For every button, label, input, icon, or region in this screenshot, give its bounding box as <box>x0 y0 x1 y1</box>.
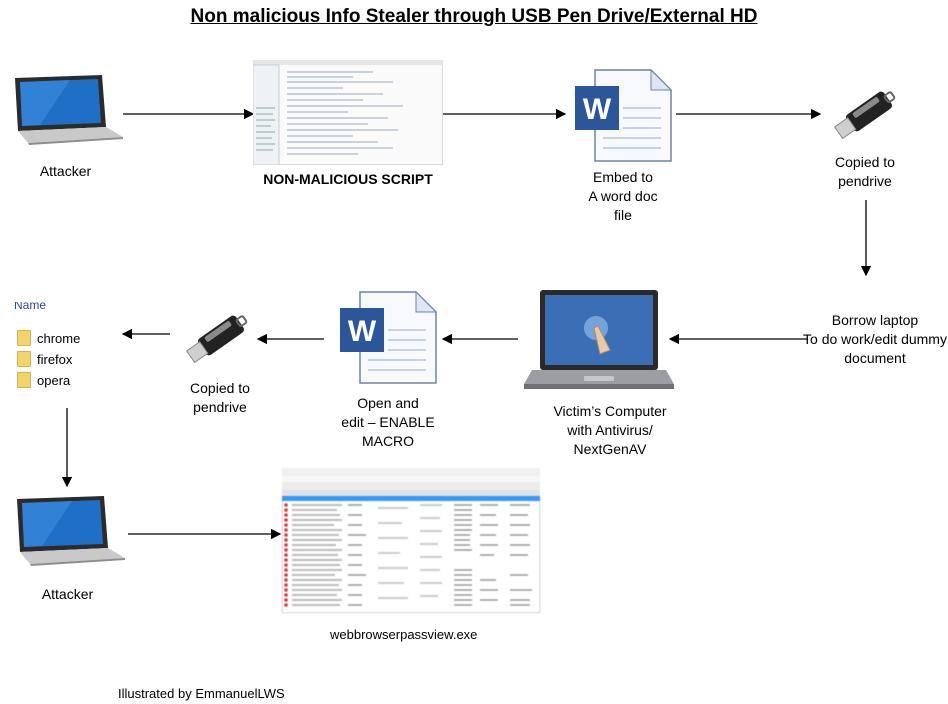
passview-window-icon <box>282 468 540 613</box>
victim-label: Victim’s Computer with Antivirus/ NextGe… <box>553 403 667 457</box>
copied-mid-label: Copied to pendrive <box>190 380 250 415</box>
footer-credit: Illustrated by EmmanuelLWS <box>118 686 285 701</box>
svg-text:W: W <box>583 93 612 126</box>
folder-item-firefox: firefox <box>17 351 72 367</box>
folder-item-opera: opera <box>17 372 70 388</box>
victim-laptop-icon <box>524 290 674 389</box>
folder-header: Name <box>14 302 47 310</box>
usb-drive-icon-2 <box>185 315 248 364</box>
folder-item-chrome: chrome <box>17 330 80 346</box>
laptop-icon <box>15 75 123 145</box>
folder-label: chrome <box>37 330 81 346</box>
svg-text:W: W <box>348 315 377 348</box>
attacker-bottom-label: Attacker <box>41 586 94 602</box>
folder-label: opera <box>37 372 71 388</box>
exe-label: webbrowserpassview.exe <box>330 627 478 642</box>
attacker-top-label: Attacker <box>39 163 92 179</box>
usb-drive-icon <box>833 91 896 140</box>
folder-icon <box>17 330 31 346</box>
word-doc-icon-2: W <box>340 290 438 384</box>
script-label: NON-MALICIOUS SCRIPT <box>263 171 433 187</box>
laptop-icon-2 <box>17 496 125 566</box>
folder-icon <box>17 372 31 388</box>
script-screenshot-icon <box>253 60 443 165</box>
word-doc-icon: W <box>575 68 673 162</box>
diagram-title: Non malicious Info Stealer through USB P… <box>190 6 758 27</box>
copied-top-label: Copied to pendrive <box>835 154 895 189</box>
folder-icon <box>17 351 31 367</box>
embed-label: Embed to A word doc file <box>588 169 658 223</box>
folder-label: firefox <box>37 351 73 367</box>
open-edit-label: Open and edit – ENABLE MACRO <box>341 395 435 449</box>
borrow-label: Borrow laptop To do work/edit dummy docu… <box>803 312 947 366</box>
